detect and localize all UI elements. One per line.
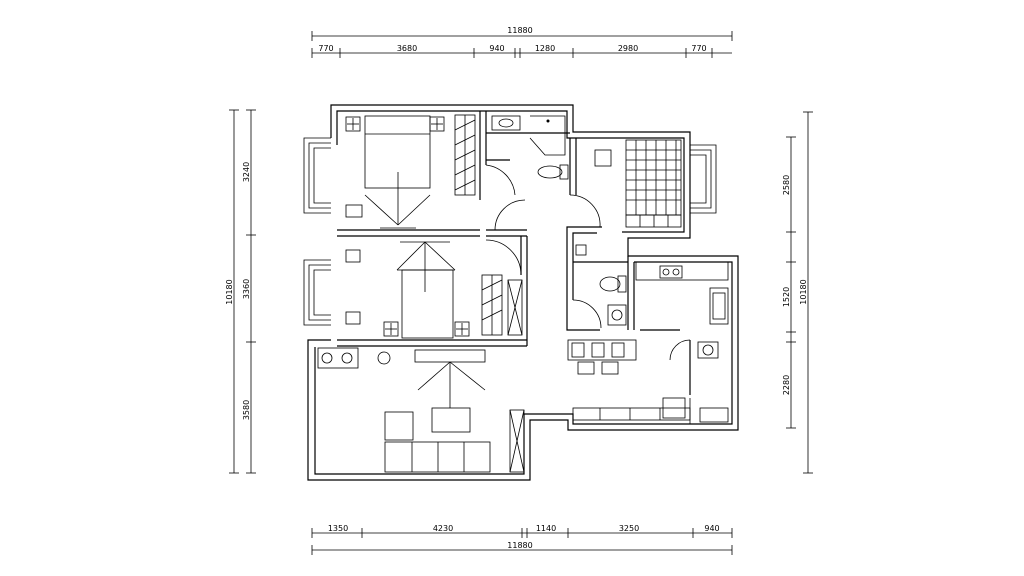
right-dim-2: 1520 [782, 287, 791, 307]
bottom-dim-1: 1350 [328, 524, 348, 533]
right-dim-3: 2280 [782, 375, 791, 395]
dining-set [567, 339, 637, 375]
bottom-dimension-lines [311, 528, 733, 555]
bottom-dim-2: 4230 [433, 524, 453, 533]
bottom-dim-3: 1140 [536, 524, 556, 533]
right-total-dim: 10180 [799, 279, 808, 304]
second-bedroom-right [594, 139, 682, 228]
top-total-dim: 11880 [507, 26, 532, 35]
left-dim-3: 3580 [242, 400, 251, 420]
top-dimension-lines [311, 31, 733, 58]
living-room-furniture [317, 347, 525, 473]
bay-window-right [690, 144, 717, 214]
bottom-dim-5: 940 [704, 524, 719, 533]
top-dim-5: 2980 [618, 44, 638, 53]
bottom-total-dim: 11880 [507, 541, 532, 550]
top-dim-1: 770 [318, 44, 333, 53]
left-dim-1: 3240 [242, 162, 251, 182]
top-dim-4: 1280 [535, 44, 555, 53]
left-dimension-lines [229, 109, 256, 474]
top-dim-3: 940 [489, 44, 504, 53]
second-bath-fixtures [575, 244, 627, 326]
bottom-dim-4: 3250 [619, 524, 639, 533]
master-bath-fixtures [491, 115, 569, 180]
top-dim-2: 3680 [397, 44, 417, 53]
bay-window-top-left [303, 137, 331, 214]
right-dimension-lines [786, 111, 813, 474]
master-light [364, 172, 431, 229]
bedroom-two-furniture [345, 241, 523, 339]
left-dim-2: 3360 [242, 279, 251, 299]
master-bed [345, 115, 445, 189]
doors [485, 164, 691, 361]
exterior-walls [307, 104, 739, 481]
right-dim-1: 2580 [782, 175, 791, 195]
left-total-dim: 10180 [225, 279, 234, 304]
top-dim-6: 770 [691, 44, 706, 53]
master-wardrobe [454, 114, 476, 196]
master-desk [345, 204, 363, 218]
interior-walls [337, 111, 691, 395]
kitchen-fixtures [572, 261, 729, 424]
bay-window-mid-left [303, 259, 331, 326]
